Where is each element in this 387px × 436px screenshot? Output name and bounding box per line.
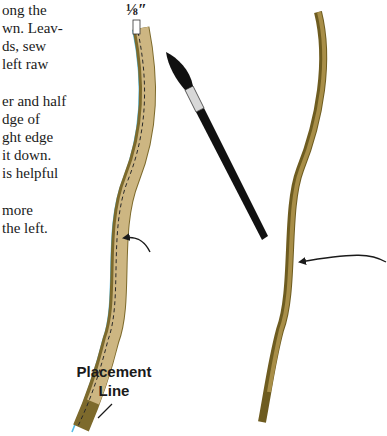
- instruction-text: is helpful: [2, 164, 58, 182]
- finished-strip-face: [269, 12, 324, 392]
- seam-marker: [133, 20, 140, 34]
- finished-strip: [262, 12, 323, 422]
- fold-arrow: [300, 255, 386, 262]
- instruction-text: more: [2, 201, 33, 219]
- instruction-text: ds, sew: [2, 37, 46, 55]
- instruction-text: ong the: [2, 1, 47, 19]
- instruction-text: dge of: [2, 110, 40, 128]
- brush-ferrule: [185, 86, 204, 112]
- brush-handle: [196, 108, 268, 240]
- dimension-label: ⅛″: [126, 1, 147, 19]
- instruction-text: ght edge: [2, 128, 53, 146]
- instruction-text: left raw: [2, 55, 48, 73]
- brush-bristles: [166, 52, 193, 90]
- instruction-text: er and half: [2, 92, 66, 110]
- instruction-text: wn. Leav-: [2, 19, 63, 37]
- leader-line: [98, 404, 112, 418]
- instruction-text: the left.: [2, 219, 48, 237]
- instruction-text: it down.: [2, 146, 51, 164]
- callout-label: Placement Line: [74, 362, 154, 400]
- binding-strip-face: [93, 28, 149, 402]
- fold-arrow: [124, 238, 150, 252]
